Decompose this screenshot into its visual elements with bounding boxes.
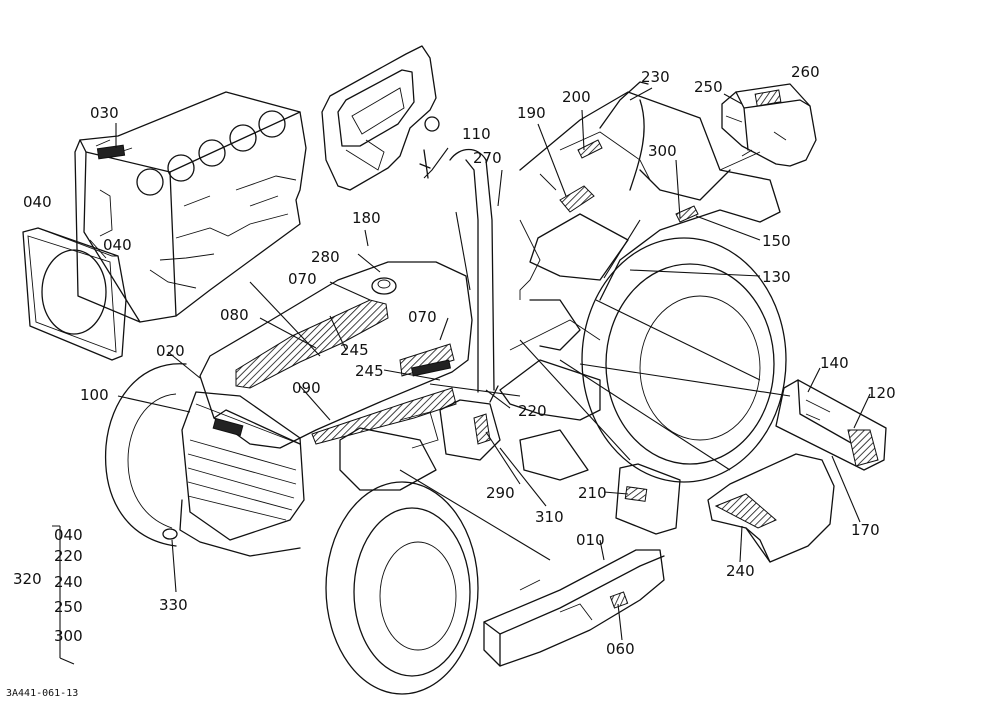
callout-245-upper: 245: [340, 341, 369, 359]
callout-180: 180: [352, 209, 381, 227]
callout-270: 270: [473, 149, 502, 167]
fan-shroud: [22, 227, 127, 361]
callout-170: 170: [851, 521, 880, 539]
rear-tire-right: [581, 237, 787, 483]
callout-120: 120: [867, 384, 896, 402]
group-320: 320 040 220 240 250 300: [13, 526, 83, 645]
callout-290: 290: [486, 484, 515, 502]
group-item-300: 300: [54, 627, 83, 645]
callout-070-left: 070: [288, 270, 317, 288]
figure-code: 3A441-061-13: [6, 688, 78, 699]
callout-310: 310: [535, 508, 564, 526]
engine-block: [74, 91, 307, 323]
callout-200: 200: [562, 88, 591, 106]
part-330: [162, 528, 178, 540]
callout-110: 110: [462, 125, 491, 143]
group-label-320: 320: [13, 570, 42, 588]
floor-step: [339, 299, 601, 491]
callout-300: 300: [648, 142, 677, 160]
callout-080: 080: [220, 306, 249, 324]
left-step: [483, 549, 665, 667]
callout-040-right: 040: [103, 236, 132, 254]
callout-060: 060: [606, 640, 635, 658]
callout-220: 220: [518, 402, 547, 420]
leader-lines: [52, 87, 871, 665]
group-item-250: 250: [54, 598, 83, 616]
callout-030: 030: [90, 104, 119, 122]
callout-020: 020: [156, 342, 185, 360]
callout-070-right: 070: [408, 308, 437, 326]
callout-labels: 030 040 040 020 100 080 070 070 280 180 …: [23, 63, 896, 658]
group-item-220: 220: [54, 547, 83, 565]
callout-040-left: 040: [23, 193, 52, 211]
callout-010: 010: [576, 531, 605, 549]
panel-210: [615, 463, 681, 535]
callout-150: 150: [762, 232, 791, 250]
rear-fender: [519, 81, 781, 301]
callout-130: 130: [762, 268, 791, 286]
dash-panel: [321, 45, 440, 191]
callout-280: 280: [311, 248, 340, 266]
callout-210: 210: [578, 484, 607, 502]
rops-frame: [449, 148, 499, 403]
callout-230: 230: [641, 68, 670, 86]
callout-140: 140: [820, 354, 849, 372]
callout-100: 100: [80, 386, 109, 404]
callout-240: 240: [726, 562, 755, 580]
callout-260: 260: [791, 63, 820, 81]
front-tire-right: [325, 481, 479, 695]
callout-250: 250: [694, 78, 723, 96]
hood: [199, 261, 473, 449]
callout-330: 330: [159, 596, 188, 614]
callout-190: 190: [517, 104, 546, 122]
rear-side-panels: [775, 379, 887, 471]
callout-090: 090: [292, 379, 321, 397]
front-tire-left: [104, 363, 187, 547]
callout-245-lower: 245: [355, 362, 384, 380]
rear-cover: [721, 83, 817, 167]
group-item-040: 040: [54, 526, 83, 544]
step-240: [707, 453, 835, 563]
front-grille: [179, 391, 305, 557]
group-item-240: 240: [54, 573, 83, 591]
